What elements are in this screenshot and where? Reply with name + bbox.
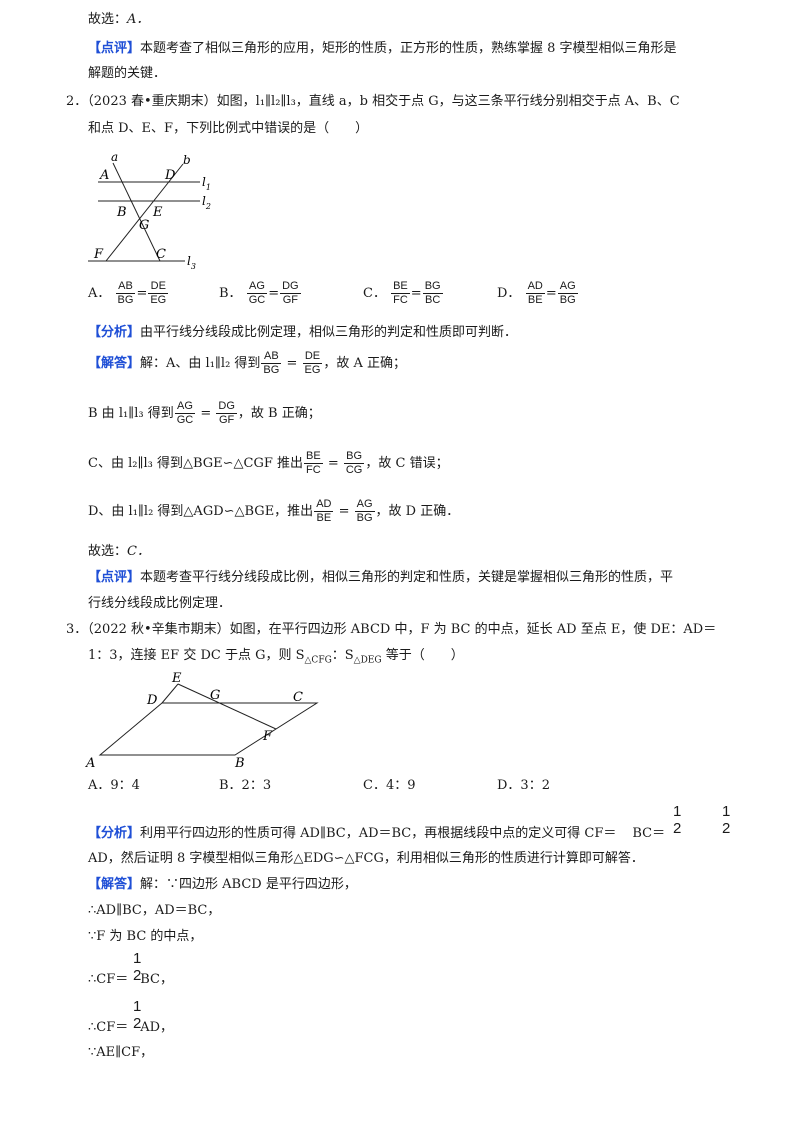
option-b[interactable]: B．2：3 <box>219 778 272 793</box>
solution-line: 【解答】解：∵四边形 ABCD 是平行四边形， <box>88 877 357 892</box>
solution-line: ∴AD∥BC，AD＝BC， <box>88 903 221 918</box>
solution-line: ∵F 为 BC 的中点， <box>88 929 203 944</box>
comment-line-2: 行线分线段成比例定理． <box>88 596 232 611</box>
analysis-tag: 【分析】 <box>88 826 141 841</box>
question-2-stem: 2．（2023 春•重庆期末）如图，l₁∥l₂∥l₃，直线 a，b 相交于点 G… <box>66 94 680 109</box>
line-b <box>105 163 184 262</box>
solution-line: ∴CF＝AD， <box>88 1020 174 1035</box>
parallelogram-figure: E D G C F A B <box>85 671 319 771</box>
label-A: A <box>85 756 95 771</box>
label-D: D <box>164 168 176 183</box>
answer-line: 故选：C． <box>88 544 150 559</box>
analysis-line: 【分析】利用平行四边形的性质可得 AD∥BC，AD＝BC，再根据线段中点的定义可… <box>88 826 666 841</box>
question-3-stem-2: 1：3，连接 EF 交 DC 于点 G，则 S△CFG：S△DEG 等于（ ） <box>88 648 464 666</box>
solution-line: ∴CF＝BC， <box>88 972 173 987</box>
option-d[interactable]: D．3：2 <box>497 778 550 793</box>
label-E: E <box>171 671 182 686</box>
answer-line: 故选：A． <box>88 12 150 27</box>
label-C: C <box>156 247 166 262</box>
label-G: G <box>210 688 220 703</box>
question-3-stem: 3．（2022 秋•辛集市期末）如图，在平行四边形 ABCD 中，F 为 BC … <box>66 622 717 637</box>
comment-line: 【点评】本题考查了相似三角形的应用，矩形的性质，正方形的性质，熟练掌握 8 字模… <box>88 41 677 56</box>
option-a[interactable]: A．9：4 <box>88 778 140 793</box>
label-b: b <box>183 153 191 167</box>
label-F: F <box>262 729 273 744</box>
option-c[interactable]: C．4：9 <box>363 778 416 793</box>
comment-tag: 【点评】 <box>88 41 141 56</box>
parallel-lines-figure: a b A D B E G F C l1 l2 l3 <box>88 150 211 271</box>
question-number: 2． <box>66 94 88 109</box>
comment-line: 【点评】本题考查平行线分线段成比例，相似三角形的判定和性质，关键是掌握相似三角形… <box>88 570 674 585</box>
comment-line-2: 解题的关键． <box>88 66 167 81</box>
label-l3: l3 <box>187 254 196 271</box>
label-D: D <box>146 693 158 708</box>
analysis-line-2: AD，然后证明 8 字模型相似三角形△EDG∽△FCG，利用相似三角形的性质进行… <box>88 851 644 866</box>
label-l2: l2 <box>202 194 211 211</box>
line-a <box>112 162 161 262</box>
segment-de <box>161 683 179 704</box>
label-l1: l1 <box>202 175 211 192</box>
label-F: F <box>93 247 104 262</box>
comment-tag: 【点评】 <box>88 570 141 585</box>
label-C: C <box>293 690 303 705</box>
label-G: G <box>139 218 149 233</box>
analysis-tag: 【分析】 <box>88 325 141 340</box>
label-B: B <box>234 756 245 771</box>
solution-line: ∵AE∥CF， <box>88 1045 154 1060</box>
label-B: B <box>116 205 127 220</box>
question-2-stem-2: 和点 D、E、F，下列比例式中错误的是（ ） <box>88 121 369 136</box>
segment-ef <box>177 683 277 730</box>
label-a: a <box>111 150 118 164</box>
question-number: 3． <box>66 622 88 637</box>
parallelogram-abcd <box>98 702 319 756</box>
solution-tag: 【解答】 <box>88 356 141 371</box>
solution-tag: 【解答】 <box>88 877 141 892</box>
analysis-line: 【分析】由平行线分线段成比例定理，相似三角形的判定和性质即可判断． <box>88 325 518 340</box>
label-A: A <box>99 168 109 183</box>
label-E: E <box>152 205 163 220</box>
